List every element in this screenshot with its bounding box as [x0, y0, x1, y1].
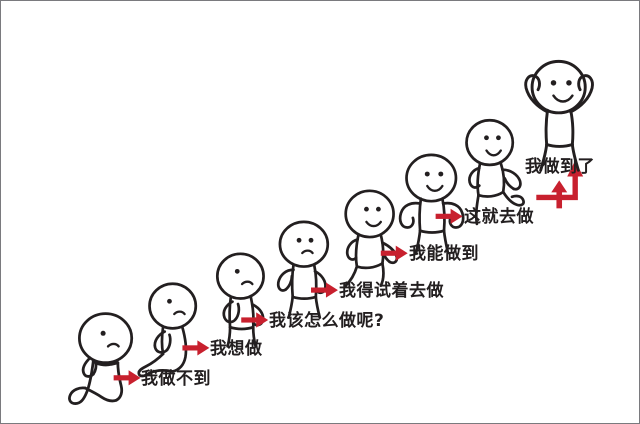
- arrow-stage-8-up: [551, 180, 568, 209]
- figure-stage-2-crouching-chin: [137, 282, 198, 378]
- stage-label-6: 这就去做: [464, 207, 534, 227]
- figure-stage-4-standing-arms-out: [276, 220, 330, 319]
- stage-label-7: 我做到了: [525, 157, 595, 177]
- stage-label-1: 我做不到: [141, 369, 211, 389]
- figure-stage-6-arms-raised-v: [398, 153, 465, 255]
- figure-stage-7-running-striding: [465, 118, 525, 226]
- figure-stage-1-crouching-sad: [68, 312, 134, 405]
- figure-stage-5-walking-forward: [344, 189, 399, 288]
- stage-label-5: 我能做到: [409, 244, 479, 264]
- stage-label-3: 我该怎么做呢?: [269, 311, 385, 331]
- arrow-elbow-up-final: [536, 160, 584, 201]
- figure-stage-8-jumping-celebration: [524, 59, 594, 172]
- figure-stage-3-standing-thinking: [215, 252, 265, 348]
- stage-label-4: 我得试着去做: [339, 281, 444, 301]
- stage-label-2: 我想做: [210, 339, 263, 359]
